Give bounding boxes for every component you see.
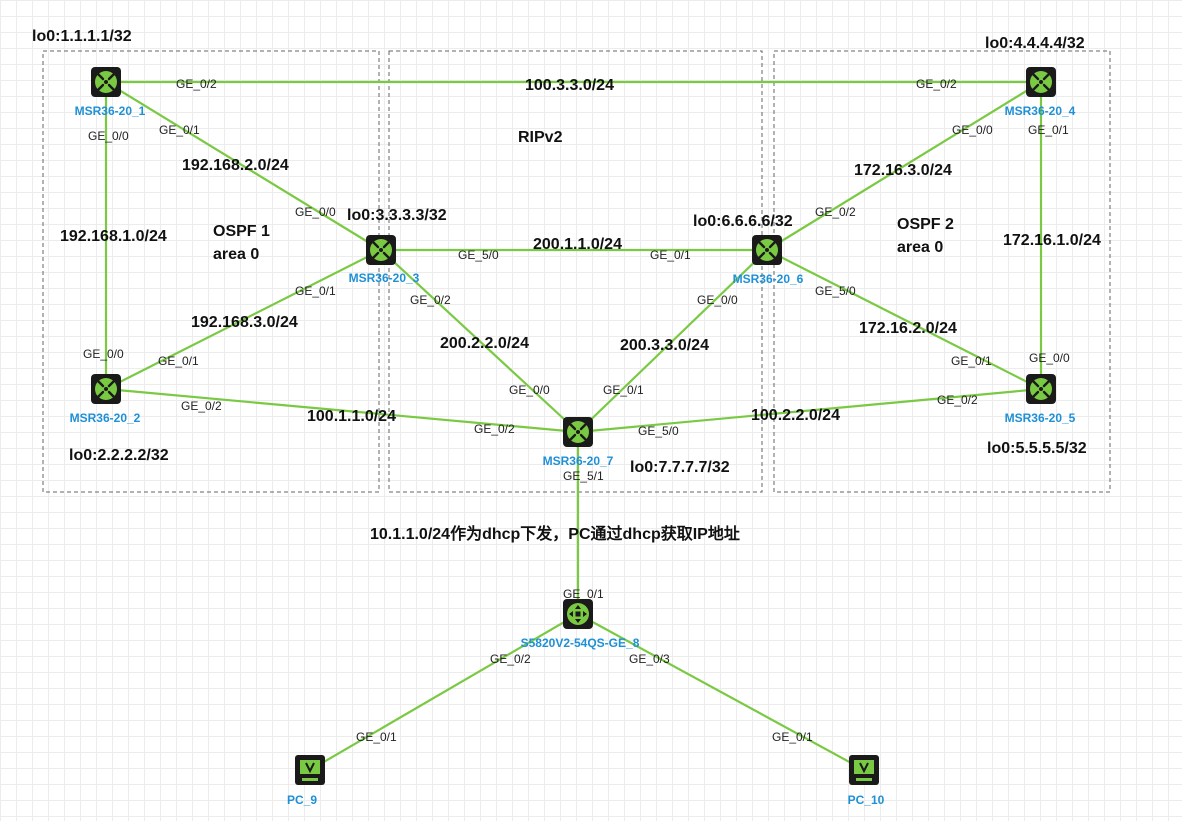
subnet-label-r1-r3: 192.168.2.0/24 bbox=[182, 157, 289, 174]
port-label-r3-r7-b: GE_0/0 bbox=[509, 383, 550, 397]
port-label-sw8-pc10-b: GE_0/1 bbox=[772, 730, 813, 744]
port-label-r6-r7-a: GE_0/0 bbox=[697, 293, 738, 307]
links-layer bbox=[104, 80, 1043, 771]
subnet-labels-layer: 100.3.3.0/24 192.168.1.0/24 192.168.2.0/24… bbox=[60, 77, 1101, 425]
device-name-r4: MSR36-20_4 bbox=[1005, 104, 1076, 118]
router-icon[interactable] bbox=[366, 235, 396, 265]
port-label-r3-r6-a: GE_5/0 bbox=[458, 248, 499, 262]
loopback-label-r3: lo0:3.3.3.3/32 bbox=[347, 207, 447, 224]
port-label-r2-r3-b: GE_0/1 bbox=[295, 284, 336, 298]
port-label-sw8-pc9-b: GE_0/1 bbox=[356, 730, 397, 744]
port-label-r1-r4-b: GE_0/2 bbox=[916, 77, 957, 91]
subnet-label-r2-r7: 100.1.1.0/24 bbox=[307, 408, 396, 425]
area-box-ospf1 bbox=[42, 50, 380, 493]
subnet-label-r3-r6: 200.1.1.0/24 bbox=[533, 236, 622, 253]
port-label-r6-r5-b: GE_0/1 bbox=[951, 354, 992, 368]
device-name-r5: MSR36-20_5 bbox=[1005, 411, 1076, 425]
port-label-r7-r5-b: GE_0/2 bbox=[937, 393, 978, 407]
port-label-r6-r5-a: GE_5/0 bbox=[815, 284, 856, 298]
port-label-sw8-pc9-a: GE_0/2 bbox=[490, 652, 531, 666]
link-r3-r7[interactable] bbox=[380, 249, 579, 433]
port-label-r2-r7-a: GE_0/2 bbox=[181, 399, 222, 413]
port-label-r1-r3-a: GE_0/1 bbox=[159, 123, 200, 137]
port-label-r1-r2-b: GE_0/0 bbox=[83, 347, 124, 361]
port-label-r1-r2-a: GE_0/0 bbox=[88, 129, 129, 143]
port-label-r6-r7-b: GE_0/1 bbox=[603, 383, 644, 397]
area-label-rip: RIPv2 bbox=[518, 129, 563, 146]
router-icon[interactable] bbox=[1026, 374, 1056, 404]
loopback-label-r7: lo0:7.7.7.7/32 bbox=[630, 459, 730, 476]
port-label-r7-sw8-b: GE_0/1 bbox=[563, 587, 604, 601]
port-label-r4-r6-a: GE_0/0 bbox=[952, 123, 993, 137]
link-r1-r3[interactable] bbox=[105, 81, 382, 251]
port-label-r2-r7-b: GE_0/2 bbox=[474, 422, 515, 436]
loopback-label-r5: lo0:5.5.5.5/32 bbox=[987, 440, 1087, 457]
link-sw8-pc9[interactable] bbox=[309, 613, 579, 771]
subnet-label-r7-r5: 100.2.2.0/24 bbox=[751, 407, 840, 424]
router-icon[interactable] bbox=[91, 67, 121, 97]
port-label-r4-r6-b: GE_0/2 bbox=[815, 205, 856, 219]
loopback-label-r2: lo0:2.2.2.2/32 bbox=[69, 447, 169, 464]
router-icon[interactable] bbox=[563, 417, 593, 447]
port-label-r3-r6-b: GE_0/1 bbox=[650, 248, 691, 262]
port-label-r4-r5-a: GE_0/1 bbox=[1028, 123, 1069, 137]
port-label-r7-r5-a: GE_5/0 bbox=[638, 424, 679, 438]
router-icon[interactable] bbox=[1026, 67, 1056, 97]
area-label-ospf1-name: OSPF 1 bbox=[213, 223, 270, 240]
switch-icon[interactable] bbox=[563, 599, 593, 629]
loopback-label-r6: lo0:6.6.6.6/32 bbox=[693, 213, 793, 230]
subnet-label-r2-r3: 192.168.3.0/24 bbox=[191, 314, 298, 331]
pc-icon[interactable] bbox=[295, 755, 325, 785]
port-label-r7-sw8-a: GE_5/1 bbox=[563, 469, 604, 483]
subnet-label-r4-r5: 172.16.1.0/24 bbox=[1003, 232, 1101, 249]
link-sw8-pc10[interactable] bbox=[577, 613, 865, 771]
link-r6-r7[interactable] bbox=[577, 249, 768, 433]
area-label-ospf2-name: OSPF 2 bbox=[897, 216, 954, 233]
port-label-r1-r3-b: GE_0/0 bbox=[295, 205, 336, 219]
area-box-ospf2 bbox=[773, 50, 1111, 493]
link-r7-r5[interactable] bbox=[577, 387, 1042, 434]
dhcp-note: 10.1.1.0/24作为dhcp下发，PC通过dhcp获取IP地址 bbox=[370, 524, 740, 543]
device-name-r3: MSR36-20_3 bbox=[349, 271, 420, 285]
subnet-label-r4-r6: 172.16.3.0/24 bbox=[854, 162, 952, 179]
area-box-rip bbox=[388, 50, 763, 493]
subnet-label-r1-r2: 192.168.1.0/24 bbox=[60, 228, 167, 245]
area-label-ospf2-area: area 0 bbox=[897, 239, 943, 256]
area-label-ospf1-area: area 0 bbox=[213, 246, 259, 263]
pc-icon[interactable] bbox=[849, 755, 879, 785]
device-name-r6: MSR36-20_6 bbox=[733, 272, 804, 286]
device-name-r1: MSR36-20_1 bbox=[75, 104, 146, 118]
loopback-label-r1: lo0:1.1.1.1/32 bbox=[32, 28, 132, 45]
device-name-r2: MSR36-20_2 bbox=[70, 411, 141, 425]
router-icon[interactable] bbox=[752, 235, 782, 265]
port-label-sw8-pc10-a: GE_0/3 bbox=[629, 652, 670, 666]
subnet-label-r6-r5: 172.16.2.0/24 bbox=[859, 320, 957, 337]
port-label-r4-r5-b: GE_0/0 bbox=[1029, 351, 1070, 365]
subnet-label-r6-r7: 200.3.3.0/24 bbox=[620, 337, 709, 354]
link-r4-r6[interactable] bbox=[766, 81, 1042, 251]
subnet-label-r1-r4: 100.3.3.0/24 bbox=[525, 77, 614, 94]
link-r2-r7[interactable] bbox=[105, 387, 579, 434]
link-r6-r5[interactable] bbox=[766, 249, 1042, 390]
device-name-r7: MSR36-20_7 bbox=[543, 454, 614, 468]
device-name-pc9: PC_9 bbox=[287, 793, 317, 807]
device-name-sw8: S5820V2-54QS-GE_8 bbox=[521, 636, 640, 650]
subnet-label-r3-r7: 200.2.2.0/24 bbox=[440, 335, 529, 352]
port-label-r1-r4-a: GE_0/2 bbox=[176, 77, 217, 91]
loopback-label-r4: lo0:4.4.4.4/32 bbox=[985, 35, 1085, 52]
router-icon[interactable] bbox=[91, 374, 121, 404]
port-label-r2-r3-a: GE_0/1 bbox=[158, 354, 199, 368]
device-name-pc10: PC_10 bbox=[848, 793, 885, 807]
link-r2-r3[interactable] bbox=[105, 249, 382, 390]
port-label-r3-r7-a: GE_0/2 bbox=[410, 293, 451, 307]
